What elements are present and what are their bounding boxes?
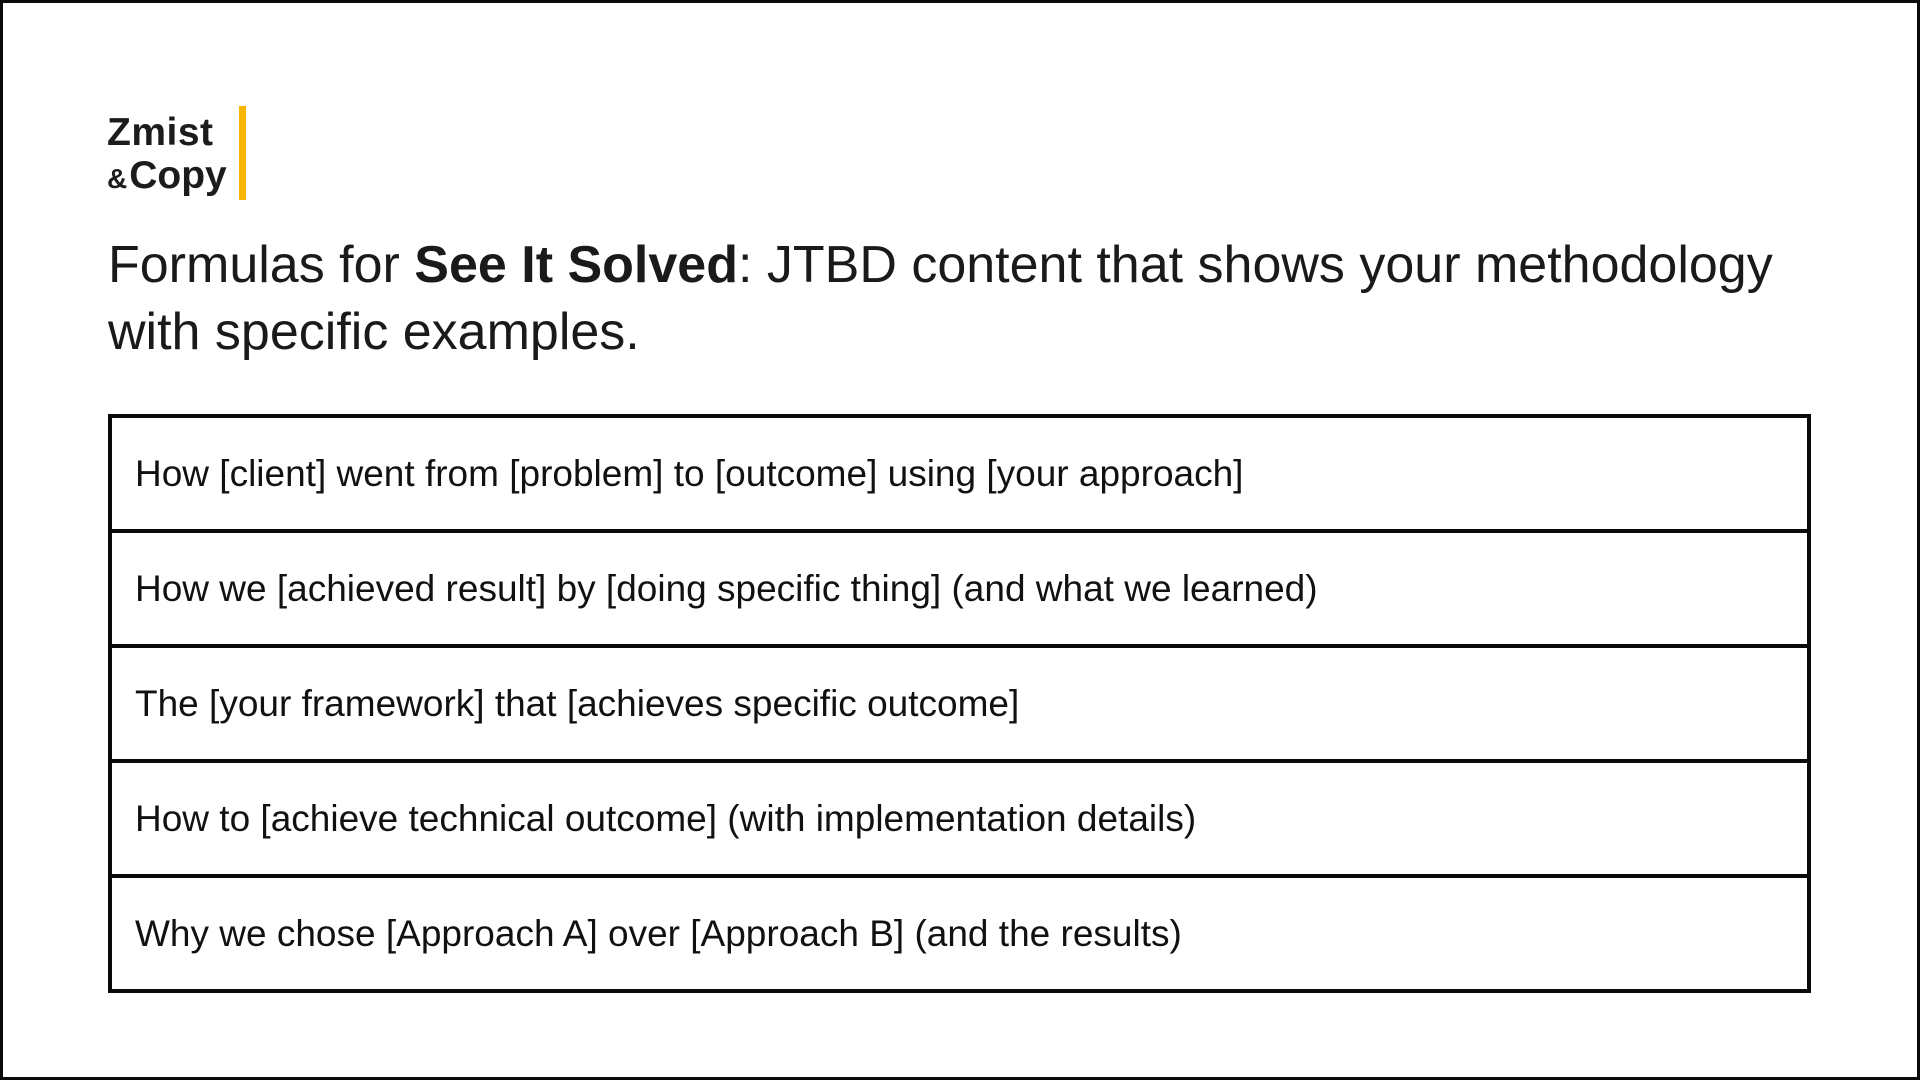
brand-logo: Zmist & Copy bbox=[107, 106, 246, 200]
logo-accent-bar bbox=[238, 106, 246, 200]
formula-row: The [your framework] that [achieves spec… bbox=[112, 648, 1807, 763]
title-suffix: : JTBD content that shows your methodolo… bbox=[108, 236, 1773, 361]
formula-row: How we [achieved result] by [doing speci… bbox=[112, 533, 1807, 648]
formula-row: How [client] went from [problem] to [out… bbox=[112, 418, 1807, 533]
logo-line-copy: & Copy bbox=[107, 156, 227, 195]
formula-table: How [client] went from [problem] to [out… bbox=[108, 414, 1811, 993]
formula-row: How to [achieve technical outcome] (with… bbox=[112, 763, 1807, 878]
page-title: Formulas for See It Solved: JTBD content… bbox=[108, 232, 1788, 366]
formula-row: Why we chose [Approach A] over [Approach… bbox=[135, 912, 1182, 954]
title-prefix: Formulas for bbox=[108, 236, 415, 294]
title-emphasis: See It Solved bbox=[414, 236, 738, 294]
logo-wordmark: Zmist & Copy bbox=[107, 106, 227, 200]
logo-ampersand: & bbox=[107, 163, 128, 194]
logo-line-zmist: Zmist bbox=[107, 111, 214, 154]
logo-copy-text: Copy bbox=[129, 154, 227, 197]
